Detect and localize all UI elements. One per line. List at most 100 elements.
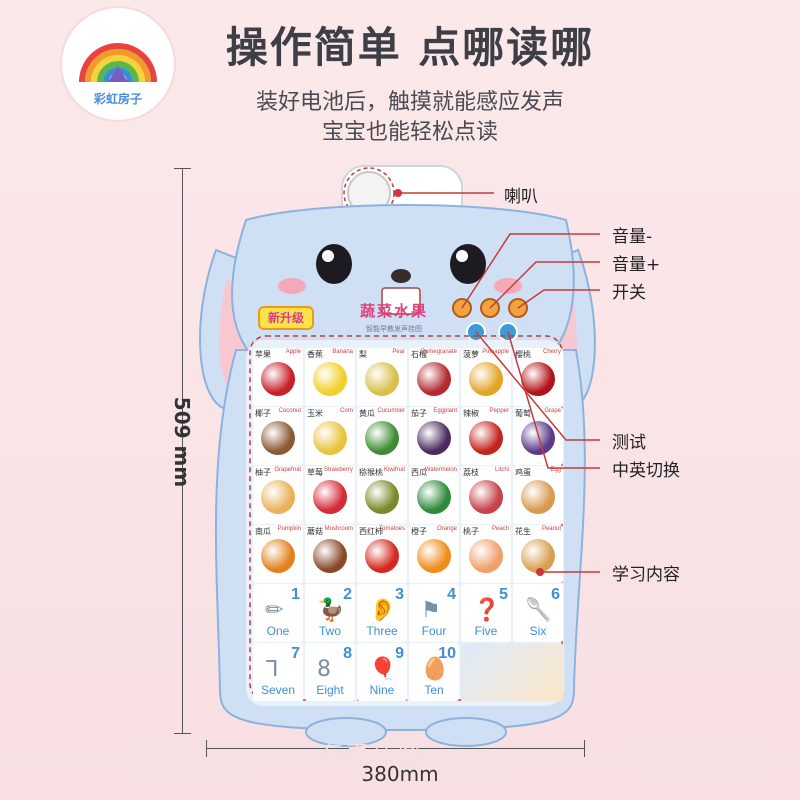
item-picture: [313, 421, 347, 455]
item-picture: [365, 362, 399, 396]
item-picture: [261, 362, 295, 396]
number-digit: 4: [447, 586, 456, 603]
callout-volume-down: 音量-: [612, 227, 653, 247]
subtitle-line-1: 装好电池后，触摸就能感应发声: [255, 90, 564, 115]
item-cn-label: 草莓: [307, 468, 323, 477]
height-dimension-cap-top: [174, 168, 191, 169]
poster-title: 蔬菜水果 智能早教发声挂图: [344, 300, 444, 342]
item-cn-label: 西红柿: [359, 527, 383, 536]
item-picture: [417, 421, 451, 455]
item-en-label: Apple: [285, 349, 301, 355]
item-cn-label: 香蕉: [307, 350, 323, 359]
item-picture: [313, 539, 347, 573]
item-picture: [469, 480, 503, 514]
item-en-label: Peanut: [541, 526, 561, 532]
item-picture: [313, 480, 347, 514]
item-cn-label: 黄瓜: [359, 409, 375, 418]
item-cn-label: 南瓜: [255, 527, 271, 536]
right-eye: [450, 244, 486, 284]
item-en-label: Watermelon: [424, 467, 457, 473]
number-word: Eight: [316, 683, 344, 697]
number-item[interactable]: 3👂Three: [357, 584, 407, 642]
speaker-marker: [394, 189, 402, 197]
item-picture: [417, 539, 451, 573]
item-en-label: Pepper: [489, 408, 509, 414]
number-item[interactable]: 1✏One: [253, 584, 303, 642]
teeth: [381, 287, 421, 315]
item-cn-label: 荔枝: [463, 468, 479, 477]
item-cn-label: 蘑菇: [307, 527, 323, 536]
item-en-label: Tomatoes: [378, 526, 405, 532]
item-picture: [365, 480, 399, 514]
item-picture: [365, 421, 399, 455]
item-picture: [521, 362, 555, 396]
number-item[interactable]: 9🎈Nine: [357, 643, 407, 701]
item-en-label: Cucumber: [377, 408, 405, 414]
learning-item[interactable]: 香蕉 Banana: [305, 348, 355, 406]
number-word: Five: [474, 624, 498, 638]
item-en-label: Pineapple: [482, 349, 509, 355]
item-en-label: Banana: [332, 349, 353, 355]
item-en-label: Mushroom: [324, 526, 353, 532]
number-digit: 9: [395, 645, 404, 662]
item-cn-label: 猕猴桃: [359, 468, 383, 477]
scene-illustration: [461, 643, 563, 701]
item-en-label: Strawberry: [323, 467, 353, 473]
callout-test: 测试: [612, 433, 646, 453]
item-cn-label: 石榴: [411, 350, 427, 359]
number-digit: 2: [343, 586, 352, 603]
number-item[interactable]: 6🥄Six: [513, 584, 563, 642]
item-en-label: Grape: [544, 408, 561, 414]
number-digit: 8: [343, 645, 352, 662]
new-upgrade-badge: 新升级: [258, 306, 314, 330]
poster-title-sub: 智能早教发声挂图: [366, 325, 422, 333]
callout-volume-up: 音量+: [612, 255, 661, 275]
width-dimension-line: [206, 748, 584, 749]
number-illustration: ⚑: [421, 598, 441, 623]
number-digit: 10: [438, 645, 456, 662]
number-illustration: ❓: [473, 598, 501, 623]
power-button: [508, 298, 528, 318]
item-picture: [417, 480, 451, 514]
number-item[interactable]: 5❓Five: [461, 584, 511, 642]
number-illustration: 🥚: [421, 657, 449, 682]
left-eye-shine: [322, 250, 334, 262]
test-button: [466, 322, 486, 342]
height-dimension-label: 509 mm: [170, 396, 194, 488]
number-word: Six: [529, 624, 547, 638]
callout-content: 学习内容: [612, 565, 680, 585]
number-word: Ten: [424, 683, 444, 697]
number-illustration: 🦆: [317, 598, 345, 623]
number-digit: 1: [291, 586, 300, 603]
number-item[interactable]: 4 ⚑Four: [409, 584, 459, 642]
number-item[interactable]: 2🦆Two: [305, 584, 355, 642]
number-item[interactable]: 10🥚Ten: [409, 643, 459, 701]
left-foot: [305, 717, 387, 747]
number-digit: 3: [395, 586, 404, 603]
number-word: Four: [421, 624, 447, 638]
